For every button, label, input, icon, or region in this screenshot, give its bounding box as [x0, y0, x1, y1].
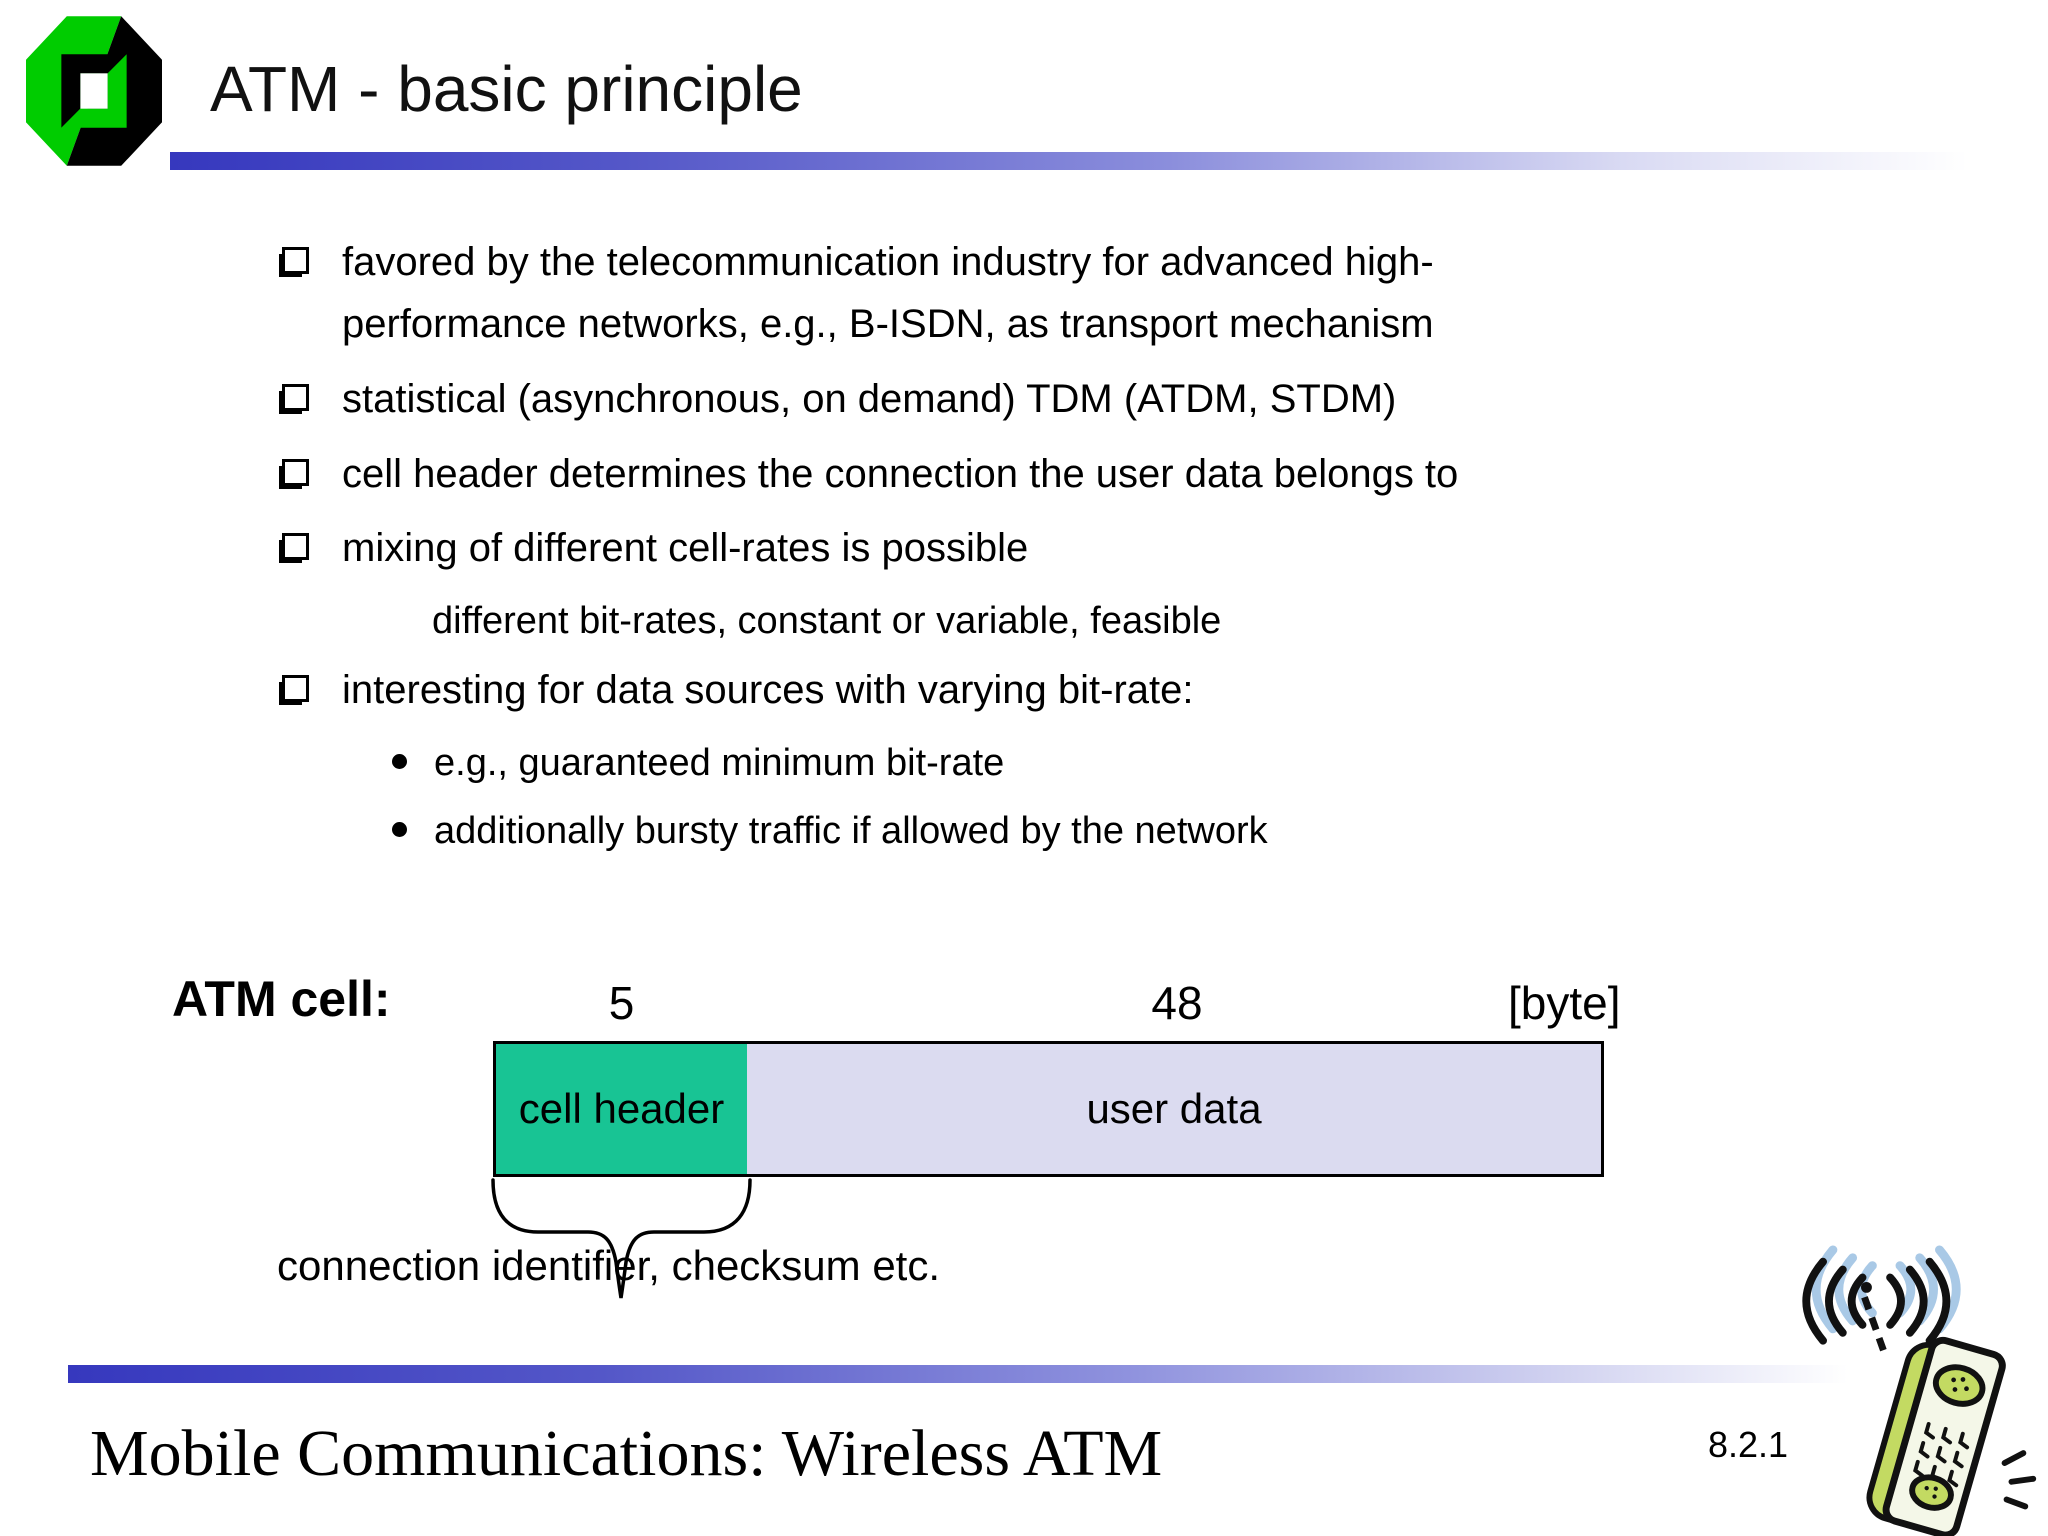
- bullet-text: statistical (asynchronous, on demand) TD…: [342, 377, 1397, 421]
- handset-body: [1866, 1336, 2006, 1536]
- footer-accent-bar: [68, 1365, 1848, 1383]
- mobile-phone-clipart: [1802, 1245, 2037, 1536]
- bullet-square-icon: [282, 459, 309, 486]
- university-logo: [26, 16, 162, 166]
- bullet-text: favored by the telecommunication industr…: [342, 240, 1434, 284]
- antenna-tip-icon: [1861, 1281, 1872, 1293]
- radio-waves-icon: [1802, 1257, 1951, 1345]
- data-size-label: 48: [1151, 977, 1203, 1029]
- page-title: ATM - basic principle: [210, 53, 803, 125]
- user-data-label: user data: [1086, 1085, 1262, 1132]
- keypad-icon: [1913, 1422, 1970, 1488]
- bullet-square-icon: [282, 247, 309, 274]
- footer-title: Mobile Communications: Wireless ATM: [90, 1417, 1163, 1490]
- bullet-dot-icon: [392, 822, 407, 837]
- header-size-label: 5: [608, 977, 635, 1029]
- sub-bullet-text: e.g., guaranteed minimum bit-rate: [434, 742, 1005, 784]
- sub-bullet-text: different bit-rates, constant or variabl…: [432, 600, 1222, 642]
- bullet-text: mixing of different cell-rates is possib…: [342, 526, 1029, 570]
- bullet-text: performance networks, e.g., B-ISDN, as t…: [342, 302, 1434, 346]
- header-annotation: connection identifier, checksum etc.: [277, 1242, 941, 1289]
- page-number: 8.2.1: [1708, 1424, 1789, 1465]
- cell-header-box: cell header: [493, 1041, 750, 1177]
- cell-header-label: cell header: [518, 1085, 725, 1132]
- sub-bullet-text: additionally bursty traffic if allowed b…: [434, 810, 1268, 852]
- title-accent-bar: [170, 152, 1986, 170]
- user-data-box: user data: [747, 1041, 1604, 1177]
- byte-unit-label: [byte]: [1508, 977, 1621, 1029]
- bullet-square-icon: [282, 675, 309, 702]
- atm-cell-label: ATM cell:: [172, 971, 391, 1027]
- brace-icon: [491, 1178, 752, 1299]
- motion-lines-icon: [2001, 1450, 2037, 1510]
- bullet-text: cell header determines the connection th…: [342, 452, 1459, 496]
- radio-waves-blue-icon: [1811, 1245, 1961, 1334]
- bullet-text: interesting for data sources with varyin…: [342, 668, 1194, 712]
- antenna-icon: [1861, 1296, 1888, 1354]
- bullet-square-icon: [282, 384, 309, 411]
- bullet-square-icon: [282, 533, 309, 560]
- bullet-dot-icon: [392, 754, 407, 769]
